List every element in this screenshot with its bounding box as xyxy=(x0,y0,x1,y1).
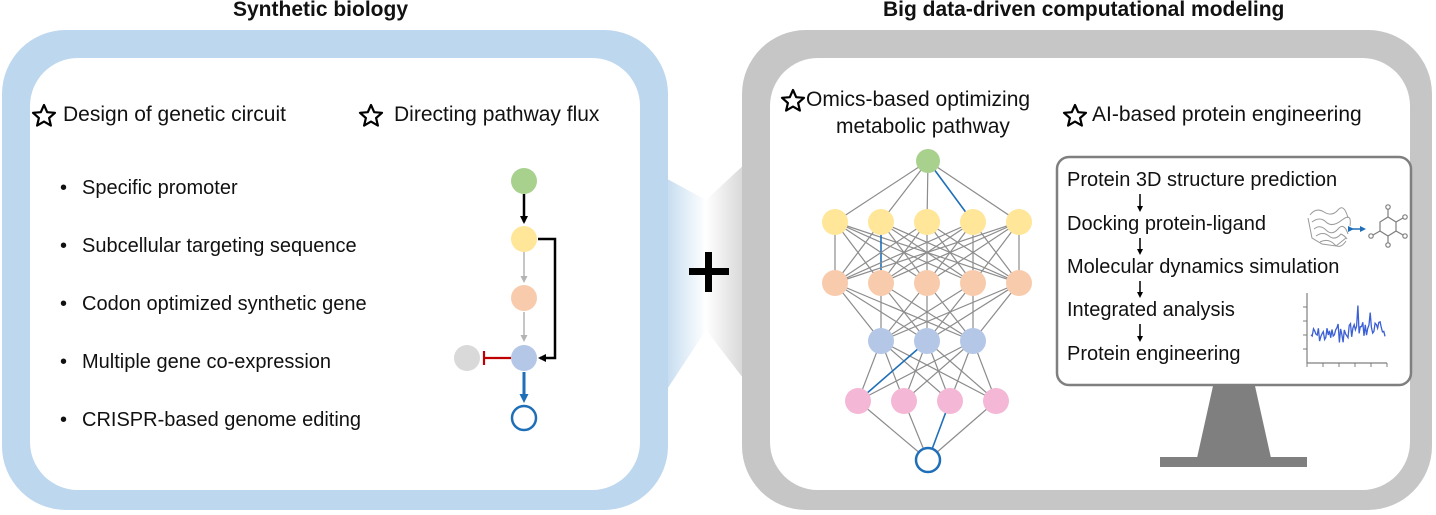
network-node xyxy=(914,209,940,235)
list-item: •Subcellular targeting sequence xyxy=(60,235,357,257)
list-item: •Codon optimized synthetic gene xyxy=(60,293,367,315)
network-node xyxy=(868,209,894,235)
network-edge xyxy=(857,340,928,402)
network-edge xyxy=(927,400,997,461)
network-edge xyxy=(927,160,1020,223)
network-edge xyxy=(926,282,1020,342)
ligand-molecule-icon xyxy=(1368,204,1408,248)
workflow-step-md: Molecular dynamics simulation xyxy=(1067,256,1340,278)
network-node xyxy=(983,388,1009,414)
orange-node xyxy=(511,285,537,311)
protein-ribbon-icon xyxy=(1307,207,1351,247)
network-edge xyxy=(926,221,1020,284)
heading-genetic-circuit: Design of genetic circuit xyxy=(63,103,286,126)
network-edge xyxy=(880,221,1020,284)
left-panel-title: Synthetic biology xyxy=(233,0,409,21)
heading-omics-line1: Omics-based optimizing xyxy=(806,88,1031,111)
list-item: •CRISPR-based genome editing xyxy=(60,409,362,431)
list-item: •Specific promoter xyxy=(60,177,238,199)
network-node xyxy=(916,149,940,173)
workflow-step-engineering: Protein engineering xyxy=(1067,343,1241,365)
funnel-left xyxy=(660,175,706,400)
heading-pathway-flux: Directing pathway flux xyxy=(394,103,600,126)
network-node xyxy=(960,209,986,235)
right-panel-title: Big data-driven computational modeling xyxy=(883,0,1285,21)
network-edge xyxy=(857,340,974,402)
network-node xyxy=(822,270,848,296)
left-panel-inner xyxy=(30,58,640,490)
yellow-node xyxy=(511,226,537,252)
blue-node xyxy=(511,345,537,371)
network-node xyxy=(845,388,871,414)
network-node xyxy=(914,270,940,296)
target-product-node xyxy=(510,404,538,432)
network-node xyxy=(1006,209,1032,235)
trace-line xyxy=(1310,305,1386,343)
network-edge xyxy=(857,400,929,461)
network-node xyxy=(891,388,917,414)
network-node xyxy=(960,270,986,296)
network-node xyxy=(960,328,986,354)
network-node xyxy=(914,446,942,474)
network-node xyxy=(822,209,848,235)
network-node xyxy=(868,270,894,296)
workflow-step-analysis: Integrated analysis xyxy=(1067,299,1235,321)
network-edge xyxy=(834,221,1020,284)
network-node xyxy=(914,328,940,354)
heading-ai-protein: AI-based protein engineering xyxy=(1092,103,1362,126)
network-edge xyxy=(903,340,974,402)
heading-omics-line2: metabolic pathway xyxy=(836,115,1010,138)
network-edge xyxy=(834,221,974,284)
green-node xyxy=(511,168,537,194)
list-item: •Multiple gene co-expression xyxy=(60,351,332,373)
network-node xyxy=(868,328,894,354)
workflow-step-docking: Docking protein-ligand xyxy=(1067,213,1267,235)
network-edge xyxy=(834,221,928,284)
network-edge xyxy=(880,282,974,342)
workflow-step-structure: Protein 3D structure prediction xyxy=(1067,169,1338,191)
network-edge xyxy=(834,160,929,223)
grey-node xyxy=(454,345,480,371)
network-node xyxy=(937,388,963,414)
network-node xyxy=(1006,270,1032,296)
network-edge xyxy=(880,282,1020,342)
